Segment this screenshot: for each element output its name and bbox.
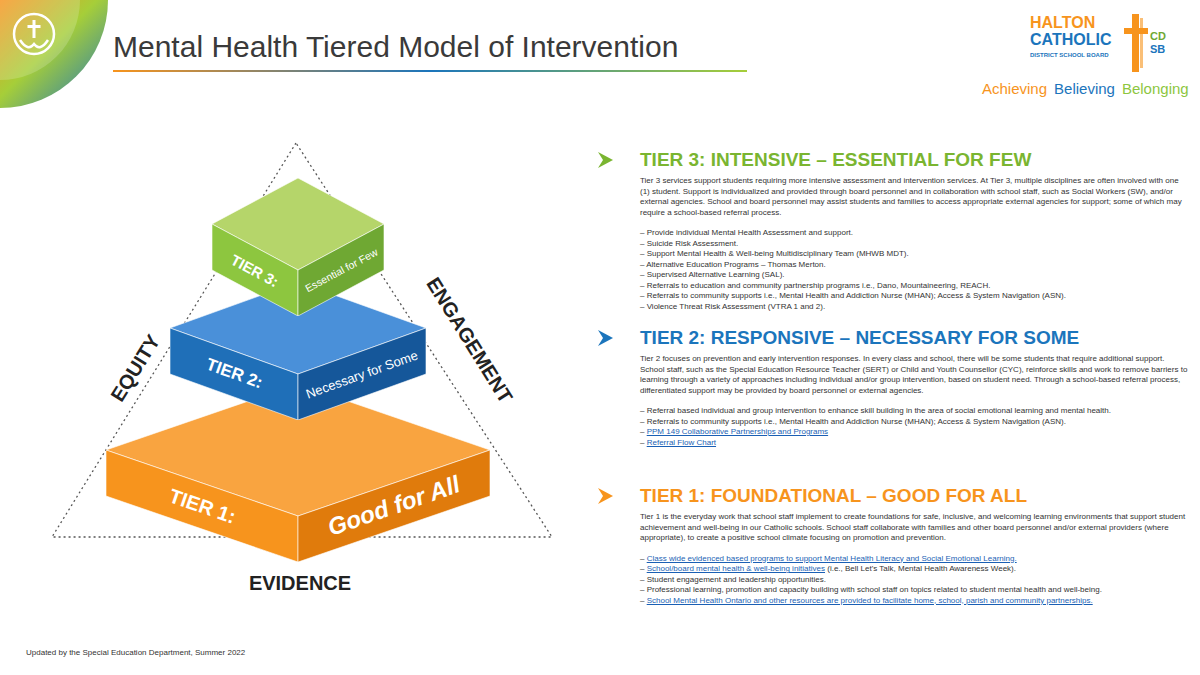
bullet-text: –: [640, 427, 644, 436]
bullet-line: – Referrals to community supports i.e., …: [640, 417, 1188, 428]
section-body: Tier 1 is the everyday work that school …: [640, 512, 1188, 544]
logo-word: CATHOLIC: [1030, 31, 1111, 49]
link-text: PPM 149 Collaborative Partnerships and P…: [647, 427, 828, 436]
bullet-text: – Violence Threat Risk Assessment (VTRA …: [640, 302, 825, 311]
bullet-line: – Violence Threat Risk Assessment (VTRA …: [640, 302, 1188, 313]
link-text: School/board mental health & well-being …: [647, 564, 825, 573]
bullet-line: – Class wide evidenced based programs to…: [640, 554, 1188, 565]
bullet-text: – Support Mental Health & Well-being Mul…: [640, 249, 909, 258]
bullet-text: –: [640, 564, 644, 573]
bullet-line: – Supervised Alternative Learning (SAL).: [640, 270, 1188, 281]
bullet-line: – School Mental Health Ontario and other…: [640, 596, 1188, 607]
section-heading: TIER 2: RESPONSIVE – NECESSARY FOR SOME: [640, 326, 1188, 350]
bullet-line: – Referrals to community supports i.e., …: [640, 291, 1188, 302]
bullet-text: – Referrals to education and community p…: [640, 281, 990, 290]
tagline-word: Achieving: [982, 80, 1047, 98]
bullet-line: – Support Mental Health & Well-being Mul…: [640, 249, 1188, 260]
bullet-text: –: [640, 596, 644, 605]
corner-logo: [0, 0, 120, 120]
tier-section: TIER 2: RESPONSIVE – NECESSARY FOR SOME T…: [640, 326, 1188, 448]
bullet-line: – Suicide Risk Assessment.: [640, 239, 1188, 250]
bullet-list: – Provide individual Mental Health Asses…: [640, 228, 1188, 312]
tier-block-shape: [212, 178, 384, 316]
tier-section: TIER 1: FOUNDATIONAL – GOOD FOR ALL Tier …: [640, 484, 1188, 606]
bullet-text: – Professional learning, promotion and c…: [640, 585, 1102, 594]
bullet-list: – Class wide evidenced based programs to…: [640, 554, 1188, 607]
link-text: Class wide evidenced based programs to s…: [647, 554, 1017, 563]
bullet-text: – Referral based individual and group in…: [640, 406, 1111, 415]
board-cross: [1124, 14, 1148, 74]
tagline-row: Achieving Believing Belonging: [982, 80, 1189, 98]
logo-initials: SB: [1150, 43, 1165, 55]
bullet-text: – Provide individual Mental Health Asses…: [640, 228, 853, 237]
logo-word: HALTON: [1030, 14, 1095, 32]
bullet-line: – Referrals to education and community p…: [640, 281, 1188, 292]
bullet-text: – Referrals to community supports i.e., …: [640, 291, 1066, 300]
pyramid-side-label: ENGAGEMENT: [423, 273, 518, 406]
tagline-word: Believing: [1054, 80, 1115, 98]
bullet-line: – Referral Flow Chart: [640, 438, 1188, 449]
bullet-line: – Professional learning, promotion and c…: [640, 585, 1188, 596]
bullet-text: –: [640, 438, 644, 447]
tagline-word: Belonging: [1122, 80, 1189, 98]
bullet-text: – Suicide Risk Assessment.: [640, 239, 738, 248]
bullet-list: – Referral based individual and group in…: [640, 406, 1188, 448]
title-underline: [113, 70, 747, 74]
section-body: Tier 2 focuses on prevention and early i…: [640, 354, 1188, 396]
bullet-line: – Provide individual Mental Health Asses…: [640, 228, 1188, 239]
page-title: Mental Health Tiered Model of Interventi…: [113, 30, 678, 64]
footer-note: Updated by the Special Education Departm…: [26, 648, 245, 658]
section-body: Tier 3 services support students requiri…: [640, 176, 1188, 218]
bullet-line: – Student engagement and leadership oppo…: [640, 575, 1188, 586]
bullet-text: – Alternative Education Programs – Thoma…: [640, 260, 826, 269]
bullet-text: –: [640, 554, 644, 563]
chevron-marker: [598, 330, 614, 346]
section-heading: TIER 1: FOUNDATIONAL – GOOD FOR ALL: [640, 484, 1188, 508]
bullet-line: – School/board mental health & well-bein…: [640, 564, 1188, 575]
bullet-line: – Alternative Education Programs – Thoma…: [640, 260, 1188, 271]
logo-initials: CD: [1150, 30, 1166, 42]
tier-block: TIER 3:Essential for Few: [212, 178, 384, 316]
logo-subtext: DISTRICT SCHOOL BOARD: [1030, 51, 1109, 59]
bullet-text: – Student engagement and leadership oppo…: [640, 575, 826, 584]
bullet-line: – PPM 149 Collaborative Partnerships and…: [640, 427, 1188, 438]
section-heading: TIER 3: INTENSIVE – ESSENTIAL FOR FEW: [640, 148, 1188, 172]
link-text: Referral Flow Chart: [647, 438, 716, 447]
bullet-line: – Referral based individual and group in…: [640, 406, 1188, 417]
pyramid-base-label: EVIDENCE: [249, 572, 351, 594]
link-text: School Mental Health Ontario and other r…: [647, 596, 1093, 605]
chevron-marker: [598, 488, 614, 504]
bullet-text: – Supervised Alternative Learning (SAL).: [640, 270, 785, 279]
pyramid-side-label: EQUITY: [106, 331, 164, 406]
bullet-text: (i.e., Bell Let's Talk, Mental Health Aw…: [827, 564, 1016, 573]
tier-section: TIER 3: INTENSIVE – ESSENTIAL FOR FEW Tie…: [640, 148, 1188, 312]
chevron-marker: [598, 152, 614, 168]
bullet-text: – Referrals to community supports i.e., …: [640, 417, 1066, 426]
